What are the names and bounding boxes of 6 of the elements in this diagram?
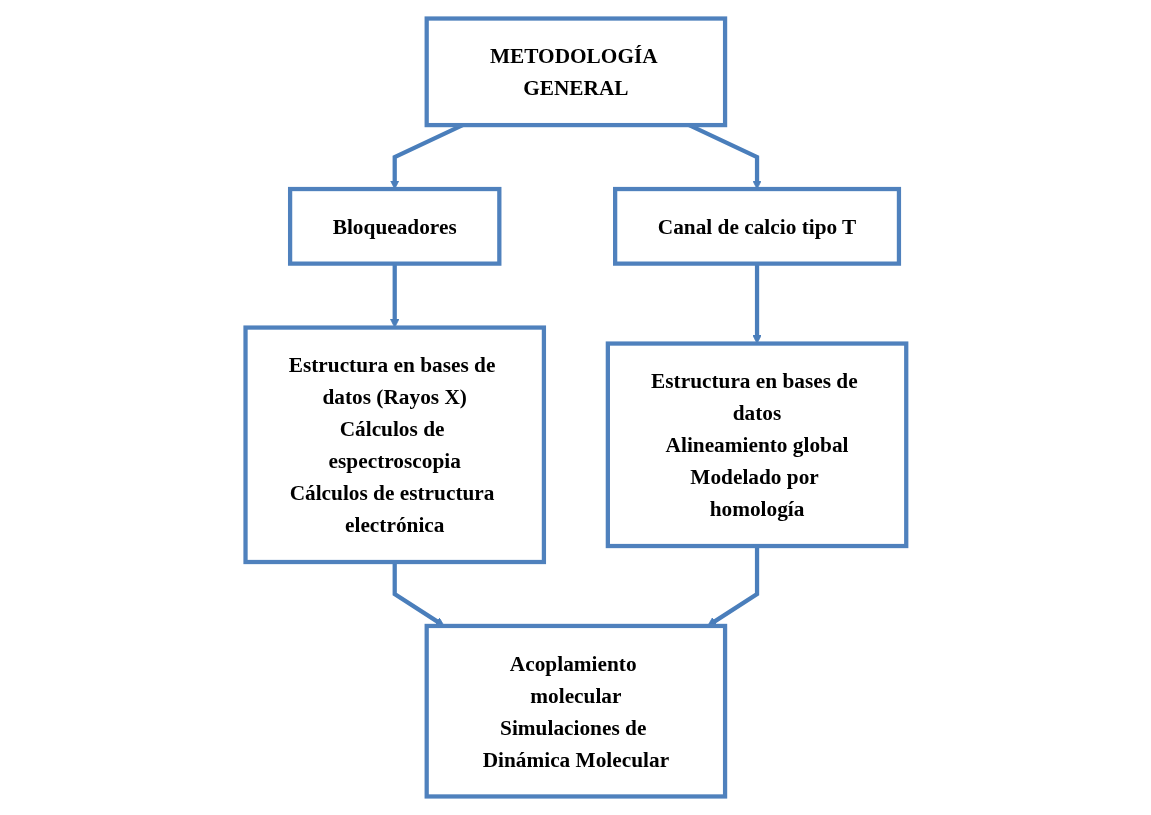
node-box: Acoplamiento molecular Simulaciones de Dinámica Molecular <box>424 623 727 799</box>
node-box: Canal de calcio tipo T <box>612 186 901 266</box>
node-box: METODOLOGÍA GENERAL <box>424 16 727 128</box>
node-box: Bloqueadores <box>287 186 502 266</box>
node-box: Estructura en bases de datos (Rayos X) Cálculos de espectroscopia Cálculos de estructura electrónica <box>243 325 546 565</box>
node-box: Estructura en bases de datos Alineamiento global Modelado por homología <box>605 341 908 549</box>
